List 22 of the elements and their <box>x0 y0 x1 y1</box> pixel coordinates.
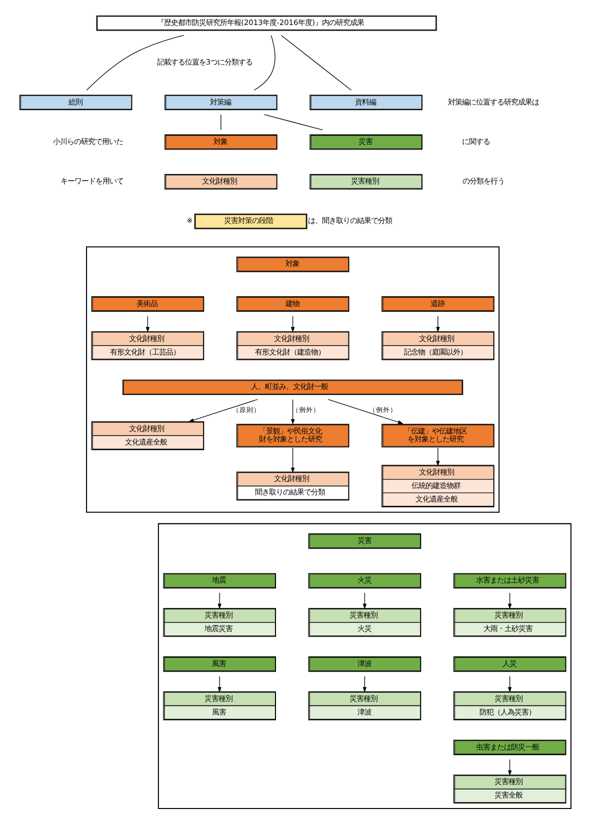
arrow <box>217 592 221 610</box>
arrow <box>507 592 512 610</box>
arrow <box>436 316 440 332</box>
connector <box>253 35 275 91</box>
arrow <box>362 676 366 692</box>
arrow <box>290 448 294 473</box>
connector <box>280 35 352 91</box>
connector <box>86 34 184 90</box>
arrow <box>436 448 440 466</box>
cluster <box>157 523 571 810</box>
arrow <box>290 399 294 425</box>
arrow <box>362 592 366 610</box>
arrow <box>217 676 221 692</box>
connector <box>220 114 221 130</box>
connector <box>263 114 322 130</box>
arrow <box>145 316 150 332</box>
arrow <box>327 399 403 424</box>
arrow <box>188 399 258 422</box>
arrow <box>290 316 294 332</box>
cluster <box>86 246 500 513</box>
arrow <box>507 676 512 692</box>
arrow <box>507 759 512 776</box>
